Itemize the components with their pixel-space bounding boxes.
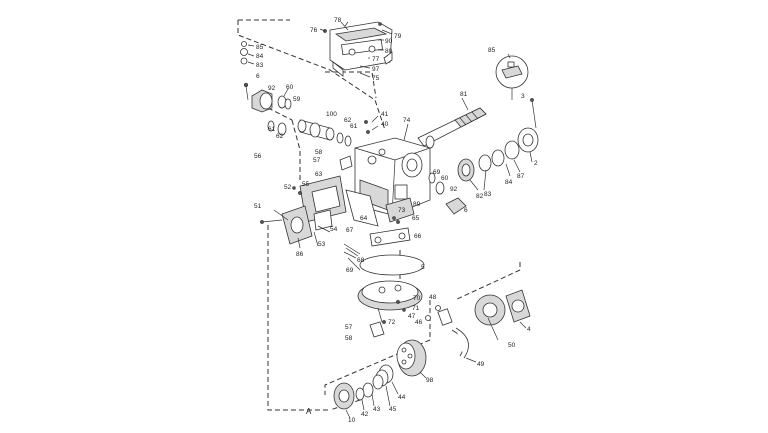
spool-assembly <box>297 119 352 147</box>
callout-3: 3 <box>521 93 525 100</box>
callout-48: 48 <box>429 294 437 301</box>
magnified-detail-85 <box>495 55 529 100</box>
callout-97: 97 <box>372 66 380 73</box>
callout-53: 53 <box>318 241 326 248</box>
leader-lines <box>247 21 533 419</box>
callout-100: 100 <box>326 111 337 118</box>
control-linkage <box>343 220 411 271</box>
port-plate-assembly <box>357 280 423 338</box>
callout-46: 46 <box>415 319 423 326</box>
callout-61-left: 61 <box>268 126 276 133</box>
right-fitting-assembly <box>428 172 467 215</box>
callout-85-left: 85 <box>256 44 264 51</box>
callout-69-bottom: 69 <box>346 267 354 274</box>
callout-79: 79 <box>394 33 402 40</box>
callout-77: 77 <box>372 56 380 63</box>
callout-62-left: 62 <box>276 133 284 140</box>
callout-65: 65 <box>412 215 420 222</box>
callout-81: 81 <box>460 91 468 98</box>
callout-60-right: 60 <box>441 175 449 182</box>
o-ring-5 <box>359 254 425 276</box>
alignment-dashed-lines <box>237 19 521 411</box>
callout-62-mid: 62 <box>344 117 352 124</box>
callout-86: 86 <box>296 251 304 258</box>
callout-84-left: 84 <box>256 53 264 60</box>
left-fitting-assembly <box>251 89 292 136</box>
callout-10: 10 <box>348 417 356 424</box>
top-cover-assembly <box>319 21 393 77</box>
callout-71: 71 <box>412 305 420 312</box>
callout-67: 67 <box>346 227 354 234</box>
callout-42: 42 <box>361 411 369 418</box>
callout-50: 50 <box>508 342 516 349</box>
side-plate-assembly <box>292 175 347 223</box>
callout-76: 76 <box>310 27 318 34</box>
callout-58-bottom: 58 <box>345 335 353 342</box>
callout-55: 55 <box>302 181 310 188</box>
callout-74: 74 <box>403 117 411 124</box>
callout-58-top: 58 <box>315 149 323 156</box>
reference-marker-A: A <box>306 407 312 416</box>
callout-41: 41 <box>381 111 389 118</box>
left-washer-stack <box>240 41 249 101</box>
callout-60-left: 60 <box>286 84 294 91</box>
callout-83-right: 83 <box>484 191 492 198</box>
callout-92-right: 92 <box>450 186 458 193</box>
input-shaft <box>417 107 487 149</box>
callout-47: 47 <box>408 313 416 320</box>
right-bearing-stack <box>457 98 539 182</box>
flange-assembly <box>260 205 333 245</box>
callout-51: 51 <box>254 203 262 210</box>
callout-45: 45 <box>389 406 397 413</box>
callout-78: 78 <box>334 17 342 24</box>
callout-4: 4 <box>527 326 531 333</box>
callout-70: 70 <box>413 295 421 302</box>
callout-90: 90 <box>385 38 393 45</box>
callout-43: 43 <box>373 406 381 413</box>
callout-69-top: 69 <box>433 169 441 176</box>
callout-52: 52 <box>284 184 292 191</box>
callout-73: 73 <box>398 207 406 214</box>
callout-54: 54 <box>330 226 338 233</box>
callout-57-top: 57 <box>313 157 321 164</box>
callout-68: 68 <box>357 257 365 264</box>
callout-5: 5 <box>421 264 425 271</box>
cylinder-block-assembly <box>333 339 427 410</box>
callout-66: 66 <box>414 233 422 240</box>
callout-57-bottom: 57 <box>345 324 353 331</box>
callout-72: 72 <box>388 319 396 326</box>
charge-pump-assembly <box>425 289 531 326</box>
callout-64: 64 <box>360 215 368 222</box>
callout-44: 44 <box>398 394 406 401</box>
callout-82: 82 <box>476 193 484 200</box>
callout-49: 49 <box>477 361 485 368</box>
callout-61-mid: 61 <box>350 123 358 130</box>
callout-83-left: 83 <box>256 62 264 69</box>
callout-2: 2 <box>534 160 538 167</box>
callout-87: 87 <box>517 173 525 180</box>
callout-40: 40 <box>381 121 389 128</box>
callout-92-left: 92 <box>268 85 276 92</box>
callout-98: 98 <box>426 377 434 384</box>
callout-59: 59 <box>293 96 301 103</box>
callout-63: 63 <box>315 171 323 178</box>
callout-labels: 78 76 79 90 80 77 97 75 85 84 83 6 92 60… <box>254 17 538 424</box>
callout-56: 56 <box>254 153 262 160</box>
callout-84-right: 84 <box>505 179 513 186</box>
ring-49 <box>451 327 469 359</box>
callout-85-detail: 85 <box>488 47 496 54</box>
callout-6-right: 6 <box>464 207 468 214</box>
callout-75: 75 <box>372 75 380 82</box>
callout-6-left: 6 <box>256 73 260 80</box>
callout-89: 89 <box>413 201 421 208</box>
callout-80: 80 <box>385 48 393 55</box>
